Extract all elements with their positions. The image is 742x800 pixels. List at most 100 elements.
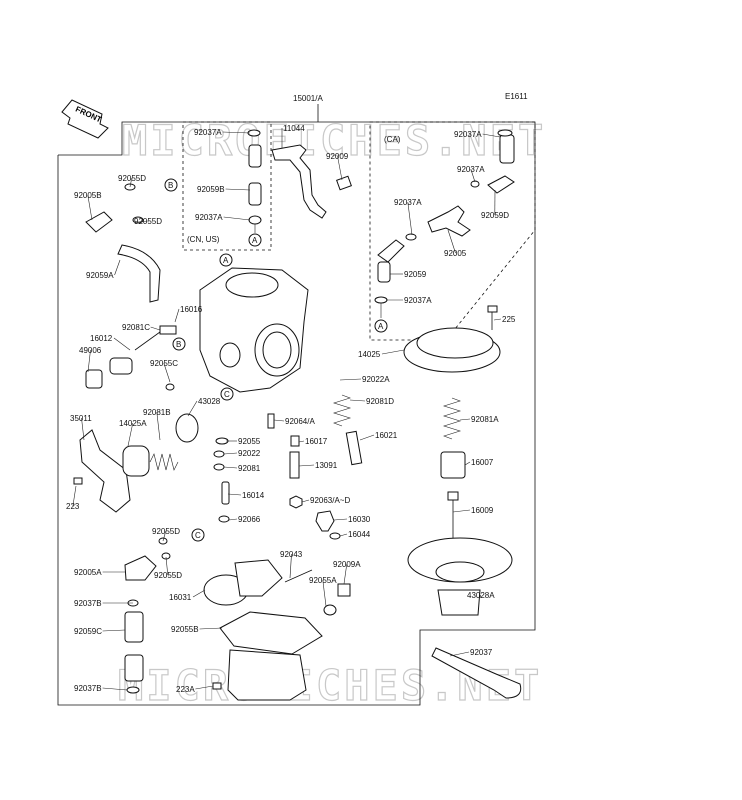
callout-92081d: 92081D — [349, 397, 394, 406]
svg-text:11044: 11044 — [283, 124, 305, 133]
marker-c-1: C — [220, 387, 234, 401]
svg-text:225: 225 — [502, 315, 516, 324]
callout-92005b: 92005B — [74, 191, 102, 221]
svg-text:92059D: 92059D — [481, 211, 509, 220]
callout-92059: 92059 — [390, 270, 427, 279]
callout-92055c: 92055C — [150, 359, 178, 383]
svg-text:14025: 14025 — [358, 350, 381, 359]
ca-box — [369, 121, 536, 341]
svg-text:16016: 16016 — [180, 305, 203, 314]
diagram-code: E1611 — [505, 92, 528, 101]
callout-92037b: 92037B — [74, 599, 133, 608]
marker-b-1: B — [164, 178, 178, 192]
callout-92081a: 92081A — [459, 415, 499, 424]
callout-16014: 16014 — [227, 491, 265, 500]
callout-92081c: 92081C — [122, 323, 161, 332]
callout-92037a: 92037A — [386, 296, 432, 305]
svg-text:92037A: 92037A — [195, 213, 223, 222]
callout-92055a: 92055A — [309, 576, 337, 607]
callout-16044: 16044 — [339, 530, 371, 539]
svg-text:92064/A: 92064/A — [285, 417, 315, 426]
svg-text:16031: 16031 — [169, 593, 192, 602]
cn-us-label: (CN, US) — [187, 235, 220, 244]
callout-92059c: 92059C — [74, 627, 126, 636]
callout-16016: 16016 — [174, 305, 203, 323]
svg-text:92059C: 92059C — [74, 627, 102, 636]
svg-text:92055D: 92055D — [154, 571, 182, 580]
callout-35011: 35011 — [70, 414, 92, 441]
svg-text:92022: 92022 — [238, 449, 261, 458]
svg-text:92009A: 92009A — [333, 560, 361, 569]
callout-92064-a: 92064/A — [273, 417, 315, 426]
svg-text:14025A: 14025A — [119, 419, 147, 428]
svg-text:43028A: 43028A — [467, 591, 495, 600]
callout-13091: 13091 — [298, 461, 338, 470]
callout-92009a: 92009A — [333, 560, 361, 585]
callout-92009: 92009 — [326, 152, 349, 181]
marker-b-2: B — [172, 337, 186, 351]
svg-text:92037B: 92037B — [74, 599, 102, 608]
svg-text:92005A: 92005A — [74, 568, 102, 577]
float-16031 — [203, 559, 283, 606]
svg-text:92037A: 92037A — [404, 296, 432, 305]
callout-223a: 223A — [176, 685, 214, 694]
svg-text:A: A — [223, 256, 229, 265]
assembly-frame — [57, 121, 536, 706]
svg-text:92059: 92059 — [404, 270, 427, 279]
svg-text:92081C: 92081C — [122, 323, 150, 332]
svg-text:16007: 16007 — [471, 458, 494, 467]
svg-text:B: B — [176, 340, 181, 349]
svg-text:16017: 16017 — [305, 437, 328, 446]
marker-c-2: C — [191, 528, 205, 542]
callout-92037: 92037 — [449, 648, 493, 657]
svg-text:16021: 16021 — [375, 431, 398, 440]
front-arrow-icon: FRONT — [61, 99, 109, 139]
callout-16021: 16021 — [359, 431, 398, 441]
svg-text:16012: 16012 — [90, 334, 113, 343]
callout-92055d: 92055D — [134, 217, 162, 226]
callout-43028a: 43028A — [467, 591, 495, 600]
svg-text:35011: 35011 — [70, 414, 92, 423]
assembly-label: 15001/A — [293, 94, 323, 103]
callout-14025: 14025 — [358, 349, 405, 359]
callout-92066: 92066 — [228, 515, 261, 524]
callout-16031: 16031 — [169, 589, 206, 602]
callout-92063-a-d: 92063/A~D — [301, 496, 350, 505]
callout-92081: 92081 — [223, 464, 261, 473]
callout-16007: 16007 — [464, 458, 494, 467]
svg-text:92022A: 92022A — [362, 375, 390, 384]
callout-92043: 92043 — [280, 550, 303, 579]
callout-92037b: 92037B — [74, 684, 128, 693]
svg-text:92081: 92081 — [238, 464, 261, 473]
callout-223: 223 — [66, 485, 80, 511]
callout-92055d: 92055D — [152, 527, 180, 542]
svg-text:C: C — [224, 390, 230, 399]
svg-text:92055D: 92055D — [118, 174, 146, 183]
watermark-top: MICROFICHES.NET — [122, 116, 546, 165]
callout-14025a: 14025A — [119, 419, 147, 447]
callout-92037a: 92037A — [394, 198, 422, 236]
svg-text:92066: 92066 — [238, 515, 261, 524]
callout-92059d: 92059D — [481, 189, 509, 220]
svg-text:223A: 223A — [176, 685, 195, 694]
svg-text:A: A — [252, 236, 258, 245]
svg-text:92037A: 92037A — [454, 130, 482, 139]
callout-16012: 16012 — [90, 334, 131, 351]
cn-us-box — [182, 121, 272, 251]
svg-text:92037B: 92037B — [74, 684, 102, 693]
svg-text:92055B: 92055B — [171, 625, 199, 634]
callout-92037a: 92037A — [194, 128, 251, 137]
svg-text:92059A: 92059A — [86, 271, 114, 280]
marker-a-3: A — [374, 319, 388, 333]
callout-11044: 11044 — [281, 124, 305, 148]
callout-16009: 16009 — [452, 506, 494, 515]
svg-text:13091: 13091 — [315, 461, 338, 470]
callout-labels: 110449200992037A92059B92037A92037A92037A… — [66, 124, 516, 694]
diaphragm-43028a — [407, 537, 513, 616]
callout-92059a: 92059A — [86, 259, 121, 280]
callout-92055b: 92055B — [171, 625, 223, 634]
svg-text:16014: 16014 — [242, 491, 265, 500]
svg-text:92081D: 92081D — [366, 397, 394, 406]
svg-text:92055D: 92055D — [134, 217, 162, 226]
